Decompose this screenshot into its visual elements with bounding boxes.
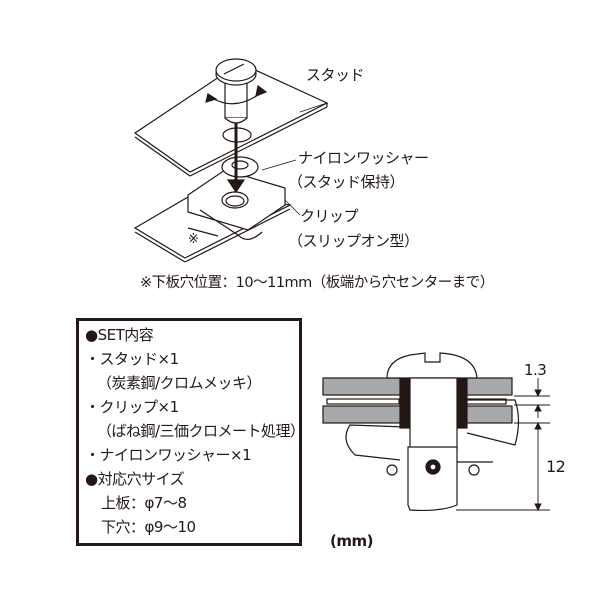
- set-contents-box: ●SET内容 ・スタッド×1 （炭素鋼/クロムメッキ） ・クリップ×1 （ばね鋼…: [76, 318, 305, 546]
- item-stud-material: （炭素鋼/クロムメッキ）: [97, 374, 262, 392]
- cross-section: [322, 352, 550, 512]
- ref-mark: ※: [188, 232, 199, 247]
- label-washer-note: （スタッド保持）: [288, 173, 405, 191]
- clip-part: [187, 169, 286, 240]
- lower-plate-section-right: [461, 405, 513, 424]
- lower-hole-size: 下穴：φ9〜10: [101, 518, 196, 536]
- item-stud: ・スタッド×1: [85, 350, 179, 368]
- label-clip: クリップ: [300, 207, 359, 225]
- label-clip-note: （スリップオン型）: [288, 232, 419, 250]
- insert-arrow: [226, 179, 246, 194]
- lower-plate-section-left: [322, 405, 404, 424]
- dim-height: 12: [546, 457, 566, 476]
- clip-spring-right: [466, 399, 520, 446]
- upper-plate-size: 上板：φ7〜8: [101, 494, 187, 512]
- exploded-view: [133, 58, 329, 263]
- stud-cam: [407, 446, 458, 512]
- unit-label: (mm): [330, 532, 373, 550]
- item-washer: ・ナイロンワッシャー×1: [85, 446, 252, 464]
- hole-heading: ●対応穴サイズ: [85, 470, 185, 488]
- upper-plate-section-left: [322, 377, 404, 396]
- set-heading: ●SET内容: [85, 326, 154, 344]
- dim-thickness: 1.3: [524, 361, 547, 379]
- dimension-lines: [456, 378, 550, 512]
- item-clip: ・クリップ×1: [85, 398, 179, 416]
- washer-part: [221, 156, 259, 178]
- item-clip-material: （ばね鋼/三価クロメート処理）: [97, 422, 305, 440]
- ref-dimension-line: [187, 227, 219, 237]
- stud-head: [386, 352, 478, 379]
- clip-spring-left: [345, 424, 408, 461]
- upper-plate-section-right: [461, 377, 513, 396]
- label-washer: ナイロンワッシャー: [298, 149, 429, 167]
- label-stud: スタッド: [306, 66, 365, 84]
- hole-position-note: ※下板穴位置：10〜11mm（板端から穴センターまで）: [140, 275, 494, 291]
- stud-shank: [409, 377, 458, 451]
- stud-part: [205, 58, 268, 124]
